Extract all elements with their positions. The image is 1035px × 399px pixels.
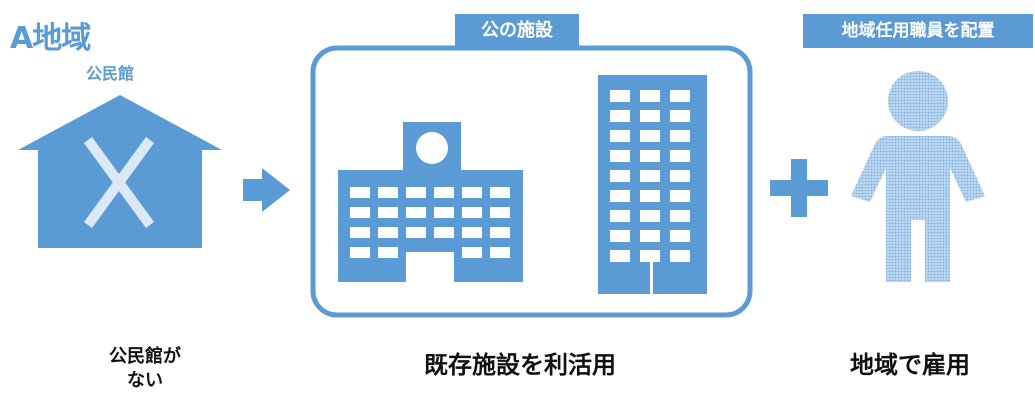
caption-no-community-hall: 公民館が ない [90,345,200,393]
caption-local-hiring: 地域で雇用 [850,350,970,379]
facility-tag: 公の施設 [455,14,579,48]
staff-tag: 地域任用職員を配置 [803,14,1033,48]
person-icon [851,71,985,282]
cross-icon [83,137,155,228]
caption-left-line1: 公民館が [109,346,181,367]
school-building-icon [338,122,523,282]
house-label: 公民館 [86,64,135,83]
plus-icon [770,159,828,217]
house-icon [18,95,222,248]
region-title: A地域 [10,21,91,56]
caption-reuse-facilities: 既存施設を利活用 [424,350,616,379]
office-building-icon [598,75,707,294]
caption-left-line2: ない [127,370,163,391]
facility-frame [310,45,753,318]
arrow-right-icon [243,168,290,212]
